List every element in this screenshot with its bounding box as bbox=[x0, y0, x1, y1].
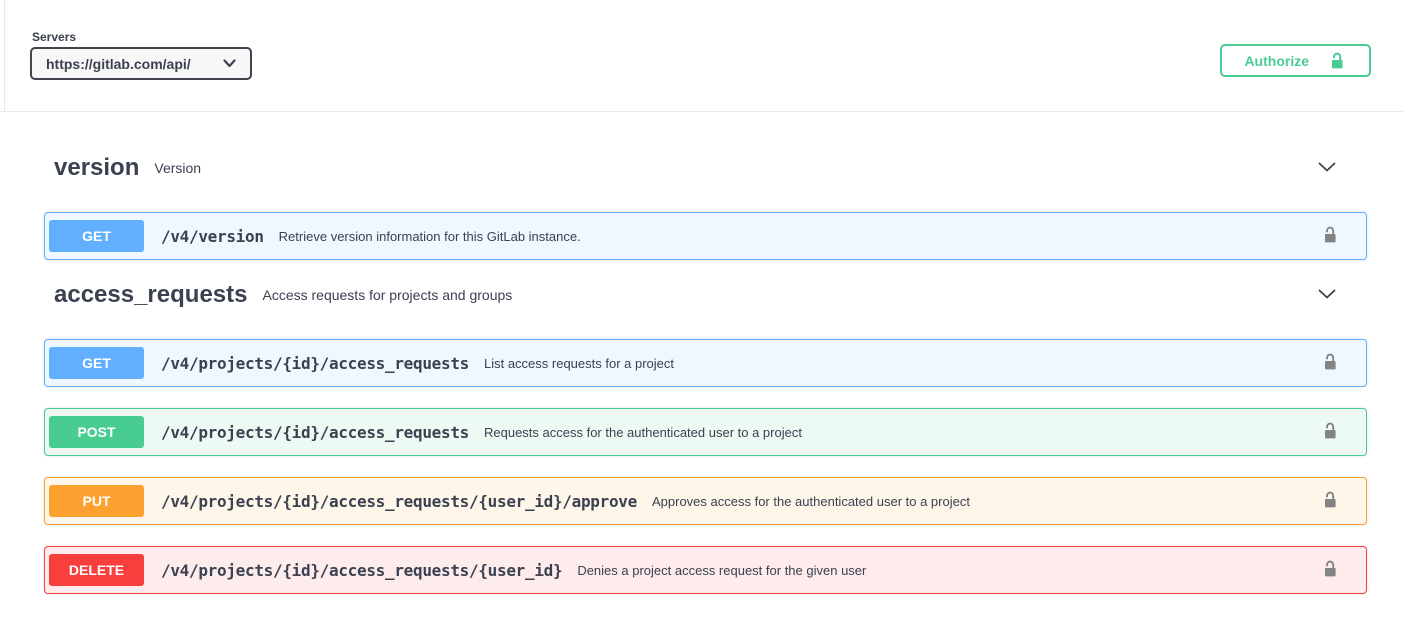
unlocked-padlock-icon bbox=[1320, 559, 1340, 582]
method-badge: PUT bbox=[49, 485, 144, 517]
operation-path: /v4/version bbox=[161, 226, 264, 246]
section-operations: GET /v4/version Retrieve version informa… bbox=[44, 212, 1367, 260]
operation-summary: Approves access for the authenticated us… bbox=[651, 493, 970, 509]
auth-lock-button[interactable] bbox=[1320, 421, 1340, 444]
authorize-button[interactable]: Authorize bbox=[1220, 44, 1371, 77]
operation-path: /v4/projects/{id}/access_requests bbox=[161, 353, 469, 373]
auth-lock-button[interactable] bbox=[1320, 225, 1340, 248]
section-description: Access requests for projects and groups bbox=[262, 287, 513, 303]
section-collapse-button[interactable] bbox=[1315, 282, 1339, 309]
unlocked-padlock-icon bbox=[1320, 352, 1340, 375]
chevron-down-icon bbox=[223, 59, 236, 68]
operation-row[interactable]: PUT /v4/projects/{id}/access_requests/{u… bbox=[44, 477, 1367, 525]
section-header[interactable]: version Version bbox=[44, 154, 1367, 182]
scheme-container: Servers https://gitlab.com/api/ Authoriz… bbox=[0, 0, 1403, 112]
server-select-value: https://gitlab.com/api/ bbox=[46, 55, 191, 72]
section-operations: GET /v4/projects/{id}/access_requests Li… bbox=[44, 339, 1367, 594]
method-badge: GET bbox=[49, 347, 144, 379]
auth-lock-button[interactable] bbox=[1320, 490, 1340, 513]
servers-label: Servers bbox=[32, 30, 77, 44]
operation-row[interactable]: DELETE /v4/projects/{id}/access_requests… bbox=[44, 546, 1367, 594]
servers-block: Servers https://gitlab.com/api/ bbox=[30, 30, 252, 80]
operation-path: /v4/projects/{id}/access_requests/{user_… bbox=[161, 491, 637, 511]
auth-lock-button[interactable] bbox=[1320, 352, 1340, 375]
section-collapse-button[interactable] bbox=[1315, 155, 1339, 182]
method-badge: POST bbox=[49, 416, 144, 448]
operation-row[interactable]: GET /v4/projects/{id}/access_requests Li… bbox=[44, 339, 1367, 387]
method-badge: DELETE bbox=[49, 554, 144, 586]
unlocked-padlock-icon bbox=[1320, 421, 1340, 444]
operation-row[interactable]: GET /v4/version Retrieve version informa… bbox=[44, 212, 1367, 260]
section-header[interactable]: access_requests Access requests for proj… bbox=[44, 281, 1367, 309]
section-description: Version bbox=[154, 160, 202, 176]
chevron-down-icon bbox=[1315, 155, 1339, 182]
unlocked-padlock-icon bbox=[1320, 225, 1340, 248]
unlocked-padlock-icon bbox=[1320, 490, 1340, 513]
section-title: version bbox=[54, 154, 140, 181]
unlocked-padlock-icon bbox=[1327, 51, 1347, 71]
authorize-button-label: Authorize bbox=[1244, 52, 1309, 69]
section-title: access_requests bbox=[54, 281, 248, 308]
api-section: access_requests Access requests for proj… bbox=[44, 281, 1367, 594]
method-badge: GET bbox=[49, 220, 144, 252]
operations-list: version Version GET /v4/version Retrieve… bbox=[0, 112, 1403, 594]
operation-summary: Denies a project access request for the … bbox=[577, 562, 867, 578]
server-select[interactable]: https://gitlab.com/api/ bbox=[30, 47, 252, 80]
api-section: version Version GET /v4/version Retrieve… bbox=[44, 154, 1367, 260]
operation-path: /v4/projects/{id}/access_requests/{user_… bbox=[161, 560, 563, 580]
operation-path: /v4/projects/{id}/access_requests bbox=[161, 422, 469, 442]
operation-summary: List access requests for a project bbox=[483, 355, 675, 371]
auth-lock-button[interactable] bbox=[1320, 559, 1340, 582]
operation-summary: Requests access for the authenticated us… bbox=[483, 424, 802, 440]
operation-row[interactable]: POST /v4/projects/{id}/access_requests R… bbox=[44, 408, 1367, 456]
operation-summary: Retrieve version information for this Gi… bbox=[278, 228, 581, 244]
chevron-down-icon bbox=[1315, 282, 1339, 309]
